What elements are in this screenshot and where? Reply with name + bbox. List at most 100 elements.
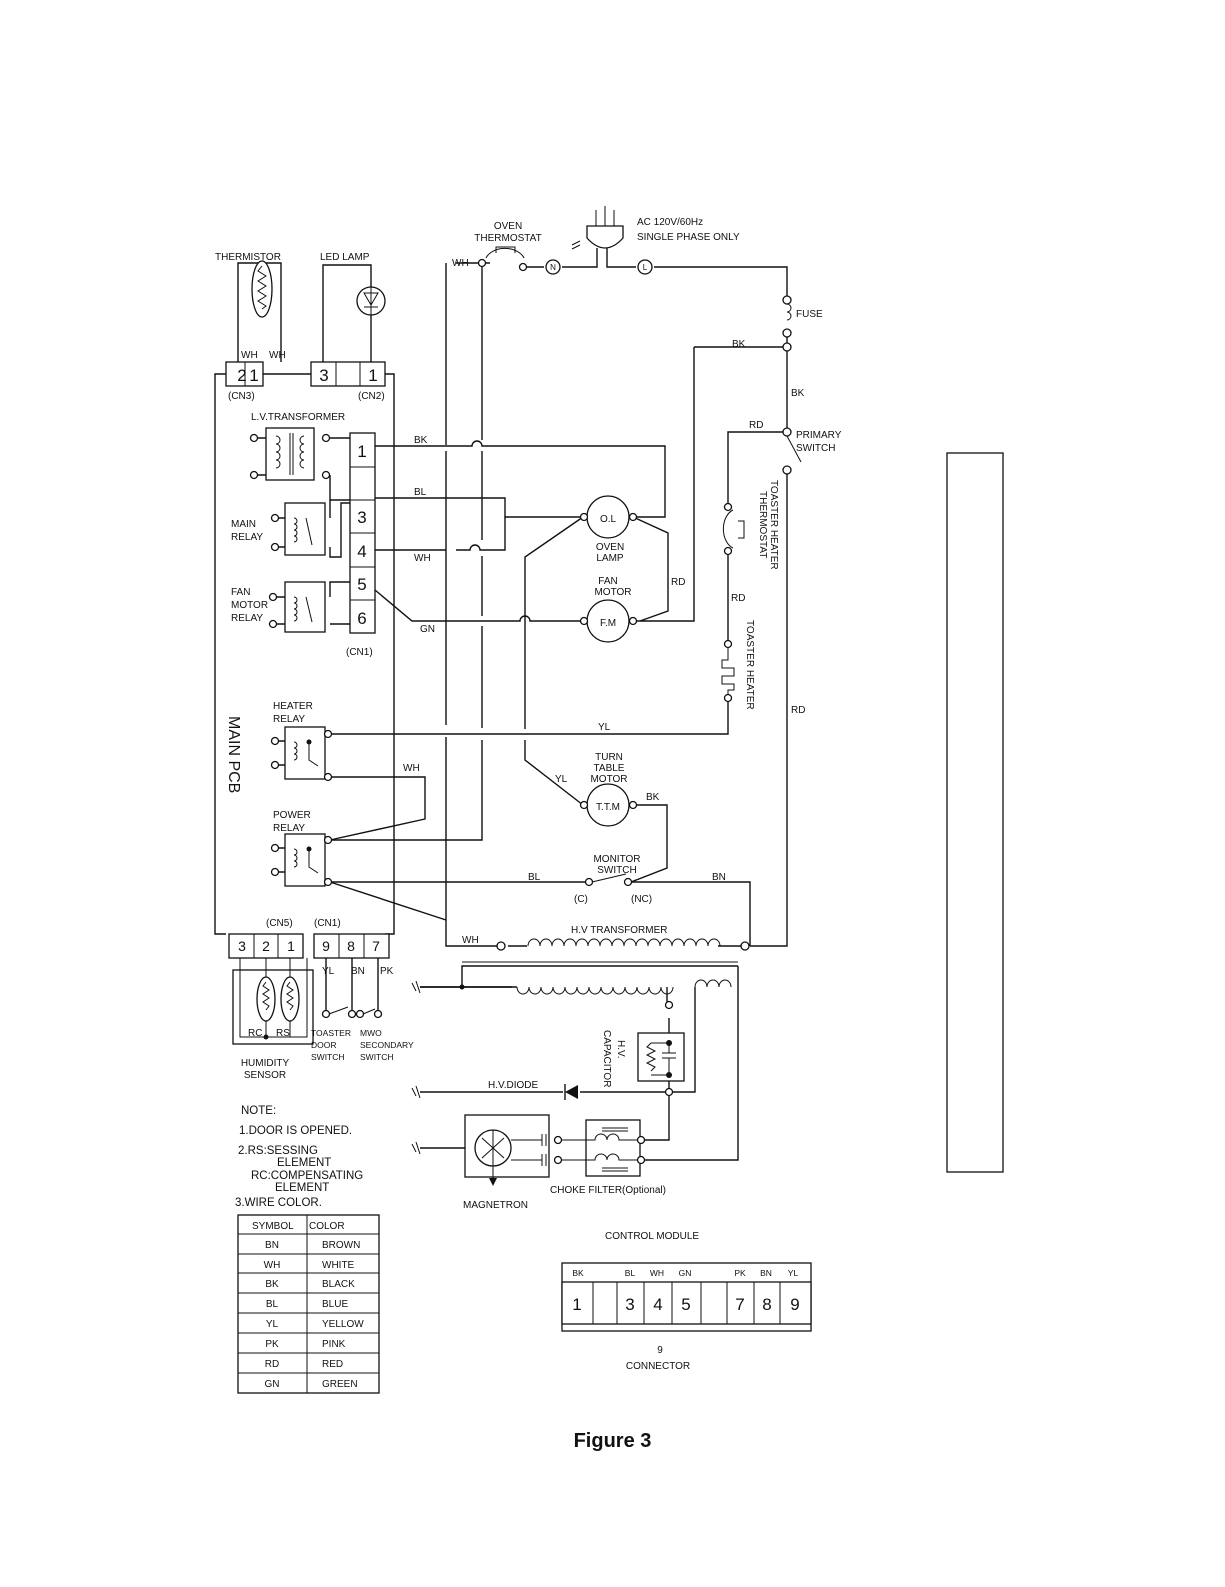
label-mwo-secondary-switch: SECONDARY xyxy=(360,1040,414,1050)
cn5-pin: 1 xyxy=(287,938,295,954)
cn1-bottom-pin: 8 xyxy=(347,938,355,954)
control-module-wire: PK xyxy=(734,1268,746,1278)
control-module-wire: BL xyxy=(625,1268,636,1278)
figure-caption: Figure 3 xyxy=(573,1430,652,1452)
color-table-cell: WHITE xyxy=(322,1260,355,1271)
label-turntable-motor: TURN xyxy=(595,752,623,763)
label-ttm: T.T.M xyxy=(596,802,620,813)
label-oven-thermostat: OVEN xyxy=(494,221,522,232)
wire-label: RD xyxy=(749,420,763,431)
cn5-pin: 3 xyxy=(238,938,246,954)
blank-panel xyxy=(946,452,1004,1173)
color-table-header: COLOR xyxy=(309,1221,345,1232)
cn1-pin: 1 xyxy=(357,442,366,461)
cn2-pin: 1 xyxy=(368,366,377,385)
color-table-cell: PINK xyxy=(322,1339,346,1350)
label-connector: CONNECTOR xyxy=(626,1361,690,1372)
color-table-cell: BROWN xyxy=(322,1240,360,1251)
wire-label: WH xyxy=(241,350,258,361)
wire-label: WH xyxy=(269,350,286,361)
note-line: 2.RS:SESSING xyxy=(238,1145,318,1157)
label-led-lamp: LED LAMP xyxy=(320,252,370,263)
label-mwo-secondary-switch: MWO xyxy=(360,1028,382,1038)
wire-label: BK xyxy=(646,792,660,803)
note-line: ELEMENT xyxy=(277,1157,331,1169)
label-main-relay: MAIN xyxy=(231,519,256,530)
wire-label: RD xyxy=(731,593,745,604)
cn5-pin: 2 xyxy=(262,938,270,954)
label-turntable-motor: TABLE xyxy=(594,763,625,774)
wire-label: RD xyxy=(671,577,685,588)
label-fan-motor: MOTOR xyxy=(594,587,631,598)
label-cn2: (CN2) xyxy=(358,391,385,402)
wire-label: BK xyxy=(732,339,746,350)
label-toaster-heater-thermostat: THERMOSTAT xyxy=(757,491,768,558)
control-module-pin: 3 xyxy=(625,1295,634,1314)
label-oven-thermostat: THERMOSTAT xyxy=(474,233,541,244)
color-table-cell: BLACK xyxy=(322,1279,355,1290)
label-thermistor: THERMISTOR xyxy=(215,252,281,263)
label-power-relay: RELAY xyxy=(273,823,305,834)
cn1-pin: 6 xyxy=(357,609,366,628)
color-table-cell: YL xyxy=(266,1319,279,1330)
control-module: BK BL WH GN PK BN YL 1 3 4 5 7 8 9 xyxy=(572,1268,799,1314)
color-table-cell: YELLOW xyxy=(322,1319,364,1330)
control-module-wire: WH xyxy=(650,1268,664,1278)
control-module-pin: 9 xyxy=(790,1295,799,1314)
label-fan-relay: FAN xyxy=(231,587,250,598)
color-table-cell: BK xyxy=(265,1279,279,1290)
label-mwo-secondary-switch: SWITCH xyxy=(360,1052,394,1062)
color-table-cell: WH xyxy=(264,1260,281,1271)
color-table: SYMBOL COLOR BN BROWN WH WHITE BK BLACK … xyxy=(252,1221,364,1390)
label-hv-capacitor: H.V. xyxy=(615,1040,626,1059)
wire-label: WH xyxy=(403,763,420,774)
label-cn1-bottom: (CN1) xyxy=(314,918,341,929)
cn1-bottom-pin: 7 xyxy=(372,938,380,954)
label-toaster-heater-thermostat: TOASTER HEATER xyxy=(768,480,779,570)
label-connector: 9 xyxy=(657,1345,663,1356)
label-humidity-sensor: SENSOR xyxy=(244,1070,286,1081)
wire-label: WH xyxy=(462,935,479,946)
label-magnetron: MAGNETRON xyxy=(463,1200,528,1211)
note-title: NOTE: xyxy=(241,1105,276,1117)
control-module-wire: BK xyxy=(572,1268,584,1278)
connector-pins: 2 1 3 1 1 3 4 5 6 3 2 1 9 8 7 xyxy=(237,366,380,954)
label-monitor-c: (C) xyxy=(574,894,588,905)
label-ac-supply: SINGLE PHASE ONLY xyxy=(637,232,740,243)
label-toaster-heater: TOASTER HEATER xyxy=(744,620,755,710)
label-fm: F.M xyxy=(600,618,616,629)
note-line: 1.DOOR IS OPENED. xyxy=(239,1125,352,1137)
wire-label: BN xyxy=(712,872,726,883)
label-monitor-switch: SWITCH xyxy=(597,865,636,876)
note-line: RC:COMPENSATING xyxy=(251,1170,363,1182)
control-module-pin: 8 xyxy=(762,1295,771,1314)
cn1-bottom-pin: 9 xyxy=(322,938,330,954)
note-line: 3.WIRE COLOR. xyxy=(235,1197,322,1209)
label-hv-capacitor: CAPACITOR xyxy=(601,1030,612,1087)
wire-label: BL xyxy=(528,872,541,883)
cn1-pin: 5 xyxy=(357,575,366,594)
wire-label: WH xyxy=(414,553,431,564)
wire-label: RD xyxy=(791,705,805,716)
label-lv-transformer: L.V.TRANSFORMER xyxy=(251,412,345,423)
components: N L xyxy=(225,206,1004,1394)
label-fan-relay: MOTOR xyxy=(231,600,268,611)
color-table-cell: GN xyxy=(265,1379,280,1390)
label-heater-relay: HEATER xyxy=(273,701,313,712)
cn3-pin: 2 xyxy=(237,366,246,385)
cn1-pin: 3 xyxy=(357,508,366,527)
control-module-pin: 4 xyxy=(653,1295,662,1314)
label-monitor-nc: (NC) xyxy=(631,894,652,905)
label-main-pcb: MAIN PCB xyxy=(225,716,242,793)
color-table-cell: PK xyxy=(265,1339,279,1350)
wire-label: BK xyxy=(414,435,428,446)
color-table-cell: BN xyxy=(265,1240,279,1251)
label-toaster-door-switch: TOASTER xyxy=(311,1028,351,1038)
label-primary-switch: PRIMARY xyxy=(796,430,842,441)
color-table-cell: RED xyxy=(322,1359,343,1370)
label-rs: RS xyxy=(276,1028,290,1039)
label-monitor-switch: MONITOR xyxy=(593,854,640,865)
label-control-module: CONTROL MODULE xyxy=(605,1231,699,1242)
note-line: ELEMENT xyxy=(275,1182,329,1194)
color-table-cell: RD xyxy=(265,1359,279,1370)
